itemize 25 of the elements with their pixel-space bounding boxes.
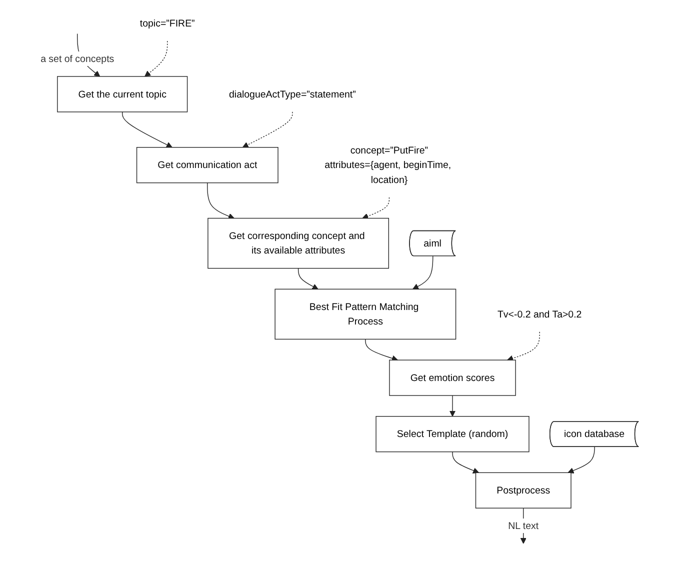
edge-label: a set of concepts <box>40 52 114 64</box>
node-box: Get communication act <box>136 147 278 184</box>
arrow <box>449 395 456 417</box>
arrow <box>452 451 479 474</box>
node-text: dialogueActType=”statement” <box>228 88 356 100</box>
arrow <box>298 268 318 290</box>
node-box: Get emotion scores <box>389 360 516 396</box>
arrow <box>144 40 168 77</box>
node-box: Get corresponding concept and its available attributes <box>207 218 389 269</box>
arrow <box>122 112 172 148</box>
node-box: Get the current topic <box>56 76 188 112</box>
edge-label: NL text <box>508 520 539 532</box>
node-text: topic=”FIRE” <box>140 17 195 28</box>
node-text: concept=”PutFire” attributes={agent, beginTime, location} <box>324 144 452 185</box>
arrow <box>568 446 595 474</box>
node-box: Select Template (random) <box>376 416 530 452</box>
arrow <box>242 112 293 148</box>
node-box: Best Fit Pattern Matching Process <box>274 288 456 340</box>
arrow <box>506 332 540 362</box>
arrow <box>362 197 390 220</box>
node-box: Postprocess <box>475 472 572 508</box>
arrow <box>412 256 434 290</box>
arrow <box>364 338 398 362</box>
arrow <box>206 182 234 220</box>
node-text: Tv<-0.2 and Ta>0.2 <box>497 308 582 320</box>
